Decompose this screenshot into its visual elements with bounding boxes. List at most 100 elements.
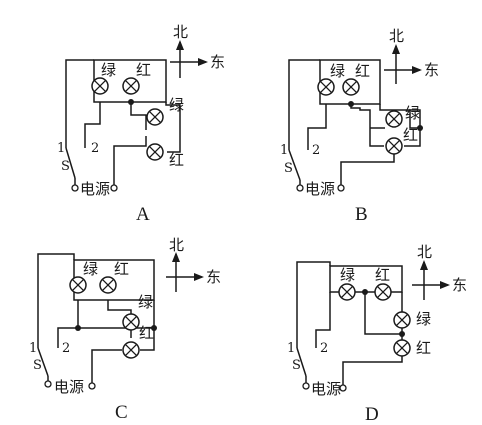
option-d-circuit: 绿 红 绿 红 1 2 S 电源 D xyxy=(287,261,431,425)
east-label: 东 xyxy=(424,61,439,79)
east-label: 东 xyxy=(206,268,221,286)
option-a-circuit: 绿 红 绿 红 1 2 S 电源 A xyxy=(57,59,184,225)
north-arrow-icon xyxy=(176,40,184,50)
east-label: 东 xyxy=(210,53,225,71)
wire xyxy=(78,327,132,338)
power-label: 电源 xyxy=(54,378,84,396)
option-d-label: D xyxy=(365,404,379,425)
wire xyxy=(409,110,420,129)
switch-label: S xyxy=(284,161,293,176)
green-label: 绿 xyxy=(340,266,355,284)
compass-d: 北 东 xyxy=(412,243,467,300)
power-label: 电源 xyxy=(311,380,341,398)
green-label: 绿 xyxy=(330,62,345,80)
lamp-red-1 xyxy=(122,77,140,95)
contact-2-label: 2 xyxy=(62,341,70,356)
switch-arm xyxy=(288,149,301,181)
option-b-circuit: 绿 红 绿 红 1 2 S 电源 B xyxy=(280,59,423,225)
power-terminal xyxy=(337,184,345,192)
lamp-red-1 xyxy=(342,78,360,96)
red-label: 红 xyxy=(375,266,390,284)
wire xyxy=(364,292,402,335)
power-terminal xyxy=(88,382,96,390)
junction-dot xyxy=(348,101,354,107)
red-label: 红 xyxy=(139,324,154,342)
contact-2-label: 2 xyxy=(320,341,328,356)
north-label: 北 xyxy=(389,27,404,45)
power-terminal xyxy=(302,382,310,390)
lamp-green-1 xyxy=(338,283,356,301)
wire xyxy=(57,300,79,348)
green-label: 绿 xyxy=(138,293,153,311)
wire xyxy=(107,300,132,316)
wire xyxy=(165,102,181,153)
junction-dot xyxy=(417,125,423,131)
lamp-red-2 xyxy=(122,341,140,359)
option-a-label: A xyxy=(136,204,150,225)
switch-arm xyxy=(65,147,76,179)
contact-1-label: 1 xyxy=(287,341,295,356)
wire xyxy=(342,356,403,386)
lamp-green-2 xyxy=(122,313,140,331)
switch-arm xyxy=(37,347,49,377)
red-label: 红 xyxy=(355,62,370,80)
switch-label: S xyxy=(61,159,70,174)
red-label: 红 xyxy=(136,61,151,79)
wire xyxy=(288,59,320,150)
wire xyxy=(340,154,395,186)
east-arrow-icon xyxy=(412,66,422,74)
compass-b: 北 东 xyxy=(384,27,439,84)
junction-dot xyxy=(399,331,405,337)
compass-a: 北 东 xyxy=(170,23,225,78)
power-label: 电源 xyxy=(305,180,335,198)
wire xyxy=(307,104,327,150)
wire xyxy=(350,104,384,147)
wire xyxy=(130,102,147,130)
lamp-green-1 xyxy=(69,276,87,294)
power-label: 电源 xyxy=(80,180,110,198)
compass-c: 北 东 xyxy=(166,236,221,292)
north-label: 北 xyxy=(417,243,432,261)
north-label: 北 xyxy=(173,23,188,41)
east-label: 东 xyxy=(452,276,467,294)
red-label: 红 xyxy=(403,126,418,144)
lamp-red-1 xyxy=(99,276,117,294)
north-arrow-icon xyxy=(392,44,400,54)
green-label: 绿 xyxy=(416,310,431,328)
switch-arm xyxy=(296,347,307,377)
junction-dot xyxy=(128,99,134,105)
option-b-label: B xyxy=(355,204,368,225)
wire xyxy=(379,104,421,147)
contact-1-label: 1 xyxy=(280,143,288,158)
junction-dot xyxy=(151,325,157,331)
lamp-red-2 xyxy=(385,137,403,155)
green-label: 绿 xyxy=(169,96,184,114)
north-arrow-icon xyxy=(420,260,428,270)
power-terminal xyxy=(44,380,52,388)
compass-axis xyxy=(412,262,448,300)
red-label: 红 xyxy=(169,151,184,169)
power-terminal xyxy=(71,184,79,192)
lamp-green-2 xyxy=(146,108,164,126)
red-label: 红 xyxy=(114,260,129,278)
power-terminal xyxy=(339,384,347,392)
option-c-label: C xyxy=(115,402,128,423)
contact-1-label: 1 xyxy=(57,141,65,156)
lamp-green-1 xyxy=(317,78,335,96)
wire xyxy=(91,349,122,384)
switch-label: S xyxy=(292,358,301,373)
contact-1-label: 1 xyxy=(29,341,37,356)
contact-2-label: 2 xyxy=(312,143,320,158)
option-c-circuit: 绿 红 绿 红 1 2 S 电源 C xyxy=(29,253,157,423)
lamp-green-2 xyxy=(385,110,403,128)
north-label: 北 xyxy=(169,236,184,254)
east-arrow-icon xyxy=(440,281,450,289)
junction-dot xyxy=(362,289,368,295)
wire xyxy=(315,292,331,348)
lamp-green-2 xyxy=(393,311,411,329)
wire xyxy=(296,261,331,348)
lamp-green-1 xyxy=(91,77,109,95)
wire xyxy=(65,59,94,148)
lamp-red-2 xyxy=(393,339,411,357)
